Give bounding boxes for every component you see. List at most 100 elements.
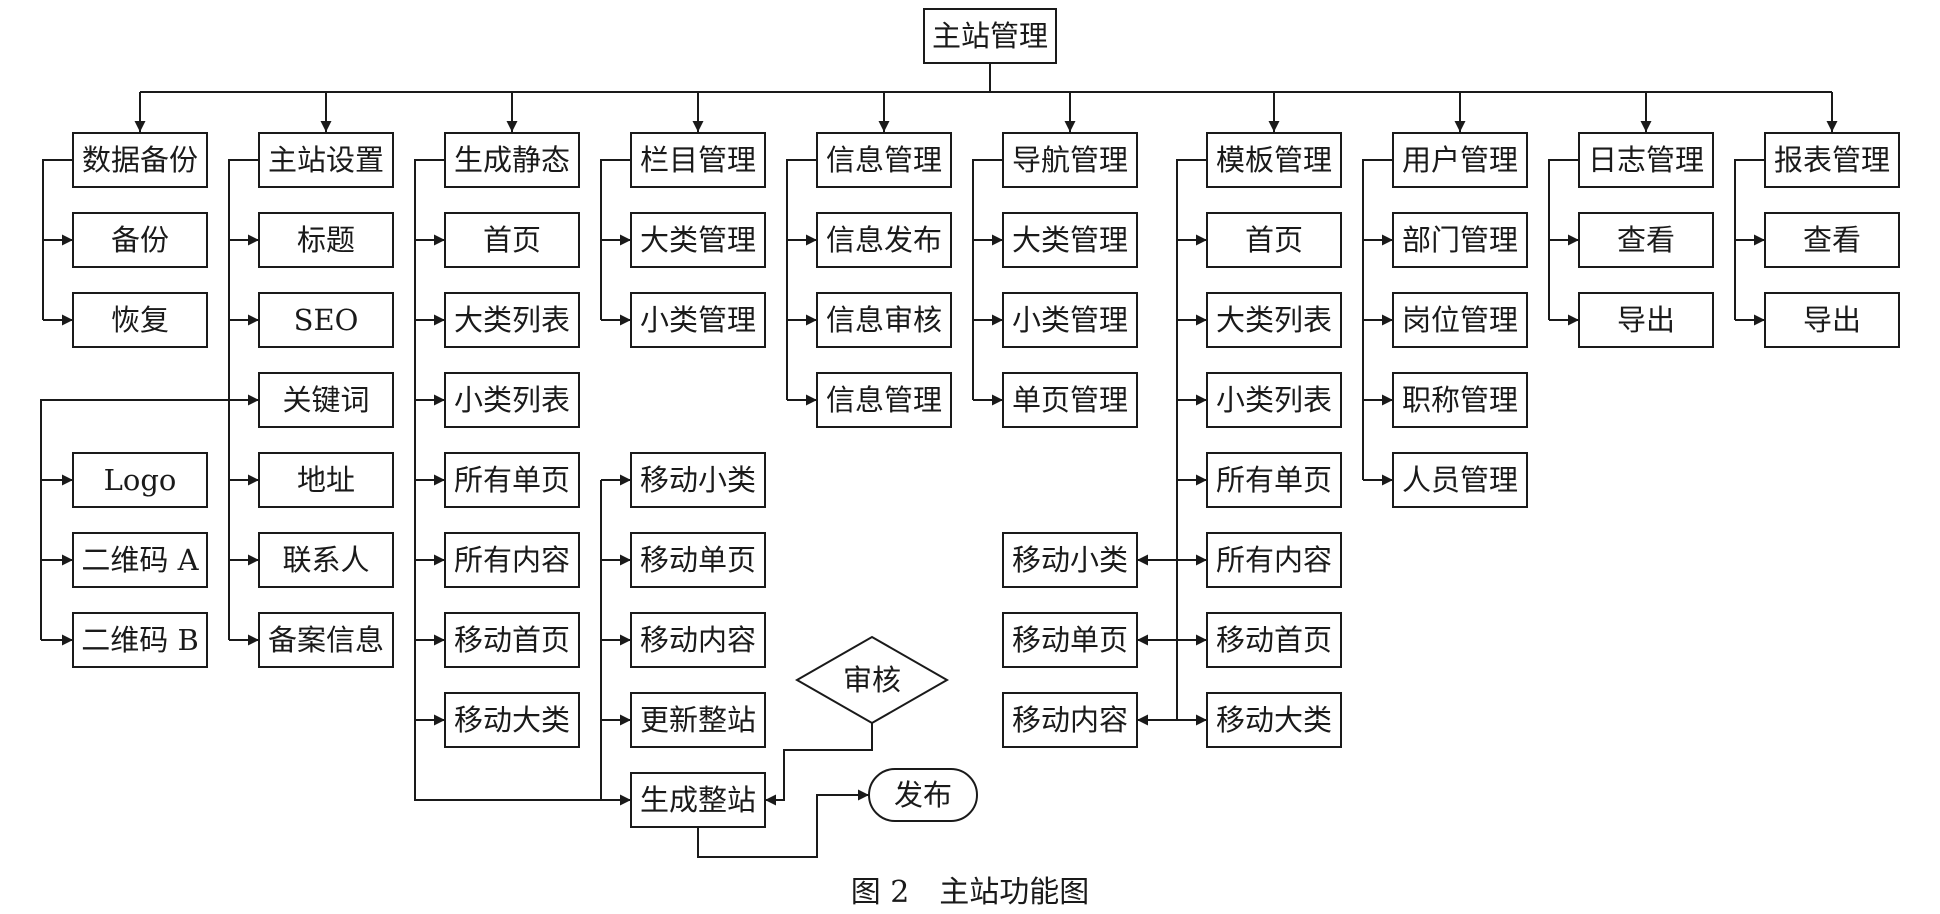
generate-to-publish [697,789,869,858]
module-1-item-0 [258,212,394,268]
module-8-item-1 [1578,292,1714,348]
module-1-item-1 [258,292,394,348]
module-7-item-0-label: 部门管理 [1402,223,1518,257]
template-side-item-0-label: 移动小类 [1012,543,1128,577]
template-side-item-0 [1002,532,1138,588]
module-6-node [1206,132,1342,188]
module-7-item-0 [1392,212,1528,268]
module-4-item-0 [816,212,952,268]
module-2-item-1-label: 大类列表 [454,303,570,337]
module-9-item-1 [1764,292,1900,348]
module-6-item-6-label: 移动大类 [1216,703,1332,737]
keyword-child-1 [72,532,208,588]
module-8-node [1578,132,1714,188]
module-0-node-label: 数据备份 [82,143,198,177]
diagram-nodes: 主站管理数据备份备份恢复主站设置标题SEO关键词地址联系人备案信息生成静态首页大… [72,8,1900,828]
static-sub-item-2 [630,612,766,668]
module-3-item-1-label: 小类管理 [640,303,756,337]
module-3-node [630,132,766,188]
module-2-node [444,132,580,188]
module-2-item-4-label: 所有内容 [454,543,570,577]
module-6-item-4-label: 所有内容 [1216,543,1332,577]
module-3-item-0 [630,212,766,268]
static-sub-item-2-label: 移动内容 [640,623,756,657]
module-9-spine [1734,159,1765,320]
module-4-item-2-label: 信息管理 [826,383,942,417]
module-7-node [1392,132,1528,188]
module-2-item-0-label: 首页 [483,223,541,257]
module-4-item-0-label: 信息发布 [826,223,942,257]
module-6-item-6 [1206,692,1342,748]
module-1-node-label: 主站设置 [268,143,384,177]
static-sub-item-3-label: 更新整站 [640,703,756,737]
module-6-node-label: 模板管理 [1216,143,1332,177]
publish-terminal-label: 发布 [894,778,952,812]
module-2-spine [414,159,445,720]
module-8-spine [1548,159,1579,320]
module-6-item-0-label: 首页 [1245,223,1303,257]
module-1-item-4-label: 联系人 [282,543,369,577]
module-1-node [258,132,394,188]
template-side-item-1 [1002,612,1138,668]
module-1-item-0-label: 标题 [297,223,355,257]
module-6-item-5-label: 移动首页 [1216,623,1332,657]
template-side-item-2-label: 移动内容 [1012,703,1128,737]
module-1-item-5 [258,612,394,668]
module-5-spine [972,159,1003,400]
module-6-item-4 [1206,532,1342,588]
module-2-item-5 [444,612,580,668]
module-5-node [1002,132,1138,188]
module-5-item-0-label: 大类管理 [1012,223,1128,257]
module-7-node-label: 用户管理 [1402,143,1518,177]
module-1-item-3-label: 地址 [297,463,355,497]
figure-caption: 图 2 主站功能图 [851,875,1090,910]
module-8-node-label: 日志管理 [1588,143,1704,177]
module-5-item-0 [1002,212,1138,268]
keyword-child-0-label: Logo [104,463,177,497]
module-2-item-0 [444,212,580,268]
module-3-node-label: 栏目管理 [640,143,756,177]
keyword-spine [40,399,229,640]
module-1-item-1-label: SEO [294,303,359,337]
module-5-item-2-label: 单页管理 [1012,383,1128,417]
module-2-item-5-label: 移动首页 [454,623,570,657]
module-6-item-0 [1206,212,1342,268]
module-6-item-3 [1206,452,1342,508]
module-6-item-1 [1206,292,1342,348]
template-side-item-1-label: 移动单页 [1012,623,1128,657]
module-1-item-4 [258,532,394,588]
static-sub-item-3 [630,692,766,748]
module-7-item-1-label: 岗位管理 [1402,303,1518,337]
module-6-item-1-label: 大类列表 [1216,303,1332,337]
module-2-item-1 [444,292,580,348]
module-1-item-3 [258,452,394,508]
module-4-item-2 [816,372,952,428]
root-node [923,8,1057,64]
module-2-item-2-label: 小类列表 [454,383,570,417]
module-6-spine [1176,159,1207,720]
module-1-item-2 [258,372,394,428]
module-4-spine [786,159,817,400]
module-3-item-1 [630,292,766,348]
keyword-child-2 [72,612,208,668]
connector-lines [40,63,1838,858]
module-0-item-1 [72,292,208,348]
module-2-item-4 [444,532,580,588]
review-decision-label: 审核 [843,663,901,697]
keyword-child-1-label: 二维码 A [81,543,199,577]
module-4-node [816,132,952,188]
module-7-item-3-label: 人员管理 [1402,463,1518,497]
module-3-spine [600,159,631,320]
static-sub-item-0 [630,452,766,508]
module-3-item-0-label: 大类管理 [640,223,756,257]
module-6-item-2-label: 小类列表 [1216,383,1332,417]
module-9-item-0-label: 查看 [1803,223,1861,257]
module-2-item-3 [444,452,580,508]
module-9-item-0 [1764,212,1900,268]
keyword-child-0 [72,452,208,508]
review-decision [794,635,950,725]
module-7-spine [1362,159,1393,480]
module-0-node [72,132,208,188]
publish-terminal [868,768,978,822]
module-9-item-1-label: 导出 [1803,303,1861,337]
